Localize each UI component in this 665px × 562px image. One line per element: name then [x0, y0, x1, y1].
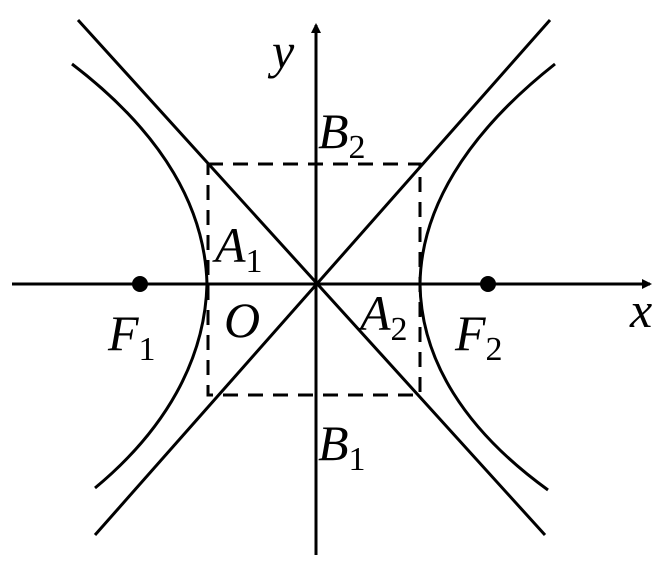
- origin-label: O: [224, 292, 260, 348]
- focus-f1-dot: [132, 276, 148, 292]
- vertex-b1-label: B1: [318, 415, 366, 478]
- focus-f2-label: F2: [454, 305, 503, 368]
- vertex-b2-label: B2: [318, 103, 366, 166]
- vertex-a1-label: A1: [212, 217, 263, 280]
- vertex-a2-label: A2: [357, 285, 408, 348]
- focus-f2-dot: [480, 276, 496, 292]
- x-axis-label: x: [629, 282, 652, 338]
- hyperbola-left-branch: [71, 62, 209, 490]
- hyperbola-right-branch: [418, 62, 556, 492]
- asymptote-ascending: [93, 19, 552, 536]
- asymptote-descending: [76, 18, 547, 537]
- y-axis-label: y: [267, 23, 295, 79]
- focus-f1-label: F1: [107, 305, 156, 368]
